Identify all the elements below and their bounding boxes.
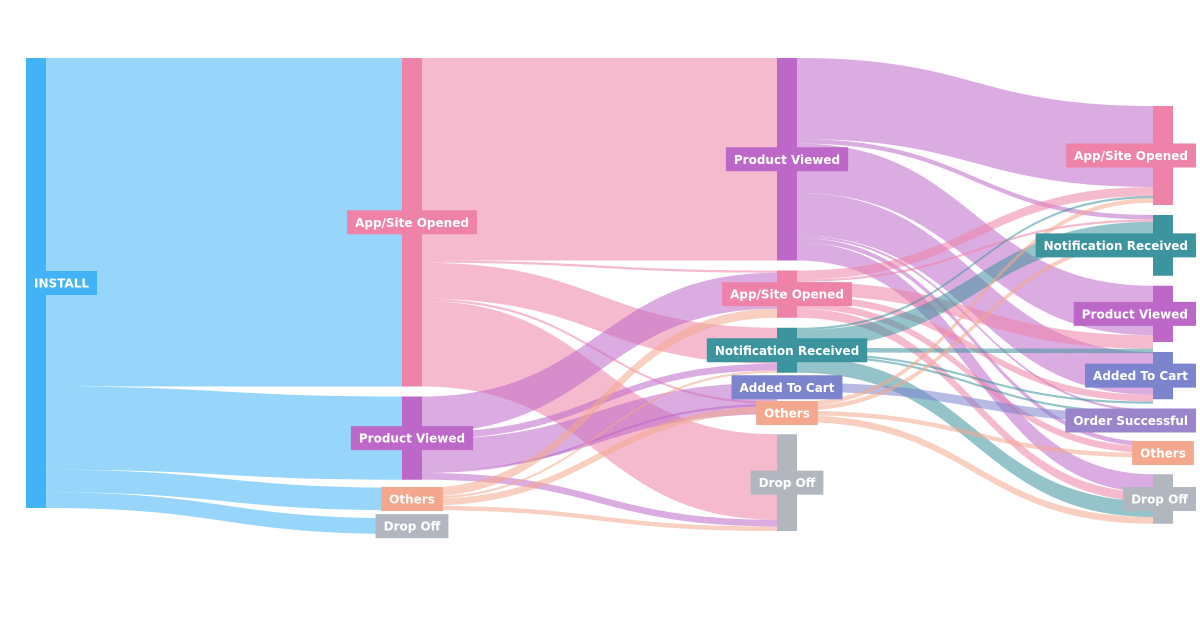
link-s2_pv-to-s3_notif[interactable] <box>797 139 1153 220</box>
node-label-text-s2_app: App/Site Opened <box>730 288 844 302</box>
node-label-text-s3_drop: Drop Off <box>1131 493 1188 507</box>
node-label-s2_notif: Notification Received <box>706 338 868 363</box>
node-label-s3_oth: Others <box>1132 441 1194 465</box>
node-label-s2_app: App/Site Opened <box>722 282 852 307</box>
link-s1_pv-to-s2_drop[interactable] <box>422 473 777 527</box>
node-label-box-s3_oth <box>1132 441 1194 465</box>
node-label-s3_order: Order Successful <box>1065 408 1196 433</box>
node-label-text-s1_oth: Others <box>389 493 435 507</box>
link-s1_oth-to-s2_notif[interactable] <box>422 370 777 500</box>
node-label-box-s2_cart <box>731 375 843 400</box>
link-install-to-s1_pv[interactable] <box>46 386 402 480</box>
link-install-to-s1_drop[interactable] <box>46 492 402 534</box>
link-s1_oth-to-s2_drop[interactable] <box>422 505 777 531</box>
link-install-to-s1_app[interactable] <box>46 58 402 387</box>
link-s1_app-to-s2_notif[interactable] <box>422 262 777 364</box>
node-label-box-s3_order <box>1065 408 1196 433</box>
link-s2_notif-to-s3_pv[interactable] <box>797 348 1153 354</box>
node-label-box-s2_oth <box>756 401 818 425</box>
link-s2_notif-to-s3_app[interactable] <box>797 196 1153 330</box>
link-s1_pv-to-s2_oth[interactable] <box>422 404 777 473</box>
node-label-s3_cart: Added To Cart <box>1085 363 1196 388</box>
link-s2_app-to-s3_notif[interactable] <box>797 219 1153 282</box>
node-label-text-s1_app: App/Site Opened <box>355 216 469 230</box>
link-s2_notif-to-s3_notif[interactable] <box>797 221 1153 348</box>
node-label-box-s1_pv <box>350 426 474 451</box>
link-s2_pv-to-s3_oth[interactable] <box>797 238 1153 447</box>
link-s1_app-to-s2_app[interactable] <box>422 260 777 273</box>
node-label-text-s3_pv: Product Viewed <box>1082 307 1188 321</box>
node-label-box-s3_cart <box>1085 363 1196 388</box>
link-s1_pv-to-s2_cart[interactable] <box>422 382 777 471</box>
link-s2_oth-to-s3_oth[interactable] <box>797 410 1153 458</box>
node-label-s2_cart: Added To Cart <box>731 375 843 400</box>
node-label-text-s3_oth: Others <box>1140 447 1186 461</box>
node-label-s3_app: App/Site Opened <box>1066 143 1196 168</box>
node-label-text-s2_cart: Added To Cart <box>740 381 835 395</box>
node-label-text-s2_pv: Product Viewed <box>734 153 840 167</box>
node-label-install: INSTALL <box>26 271 97 295</box>
link-s1_oth-to-s2_app[interactable] <box>422 308 777 497</box>
node-label-text-s1_drop: Drop Off <box>384 520 441 534</box>
node-label-box-s2_app <box>722 282 852 307</box>
link-s2_oth-to-s3_notif[interactable] <box>797 239 1153 411</box>
node-label-s2_pv: Product Viewed <box>725 147 849 172</box>
node-label-box-s3_notif <box>1035 233 1196 258</box>
node-label-box-s2_pv <box>725 147 849 172</box>
node-label-box-s2_notif <box>706 338 868 363</box>
links-layer <box>46 58 1153 534</box>
node-label-s2_oth: Others <box>756 401 818 425</box>
node-label-box-install <box>26 271 97 295</box>
node-label-box-s3_drop <box>1123 487 1196 511</box>
link-s2_notif-to-s3_drop[interactable] <box>797 357 1153 517</box>
node-label-s3_pv: Product Viewed <box>1073 301 1196 326</box>
link-s2_notif-to-s3_order[interactable] <box>797 354 1153 414</box>
node-label-text-s3_notif: Notification Received <box>1044 239 1188 253</box>
node-label-text-s2_drop: Drop Off <box>759 476 816 490</box>
link-s2_pv-to-s3_app[interactable] <box>797 58 1153 187</box>
link-s2_pv-to-s3_pv[interactable] <box>797 143 1153 336</box>
link-s1_app-to-s2_pv[interactable] <box>422 58 777 261</box>
node-label-s2_drop: Drop Off <box>750 470 824 495</box>
node-label-s1_oth: Others <box>381 487 443 511</box>
node-label-s3_drop: Drop Off <box>1123 487 1196 511</box>
link-s1_oth-to-s2_oth[interactable] <box>422 406 777 506</box>
link-s2_oth-to-s3_app[interactable] <box>797 198 1153 407</box>
link-s2_app-to-s3_app[interactable] <box>797 187 1153 280</box>
node-label-text-s3_order: Order Successful <box>1073 414 1188 428</box>
node-label-text-s2_notif: Notification Received <box>715 344 859 358</box>
node-label-text-s2_oth: Others <box>764 407 810 421</box>
link-s2_oth-to-s3_drop[interactable] <box>797 415 1153 524</box>
link-install-to-s1_oth[interactable] <box>46 469 402 511</box>
node-label-s3_notif: Notification Received <box>1035 233 1196 258</box>
node-label-s1_app: App/Site Opened <box>347 210 477 235</box>
node-label-box-s2_drop <box>750 470 824 495</box>
link-s2_notif-to-s3_cart[interactable] <box>797 352 1153 404</box>
link-s2_app-to-s3_pv[interactable] <box>797 281 1153 349</box>
link-s1_app-to-s2_drop[interactable] <box>422 301 777 520</box>
node-label-s1_drop: Drop Off <box>375 514 449 539</box>
node-label-text-s1_pv: Product Viewed <box>359 432 465 446</box>
node-label-s1_pv: Product Viewed <box>350 426 474 451</box>
node-label-box-s3_pv <box>1073 301 1196 326</box>
link-s2_pv-to-s3_drop[interactable] <box>797 242 1153 493</box>
link-s1_pv-to-s2_app[interactable] <box>422 272 777 433</box>
node-label-box-s1_oth <box>381 487 443 511</box>
node-label-box-s1_drop <box>375 514 449 539</box>
node-label-text-install: INSTALL <box>34 277 89 291</box>
node-label-text-s3_app: App/Site Opened <box>1074 149 1188 163</box>
node-label-box-s3_app <box>1066 143 1196 168</box>
node-label-box-s1_app <box>347 210 477 235</box>
node-label-text-s3_cart: Added To Cart <box>1093 369 1188 383</box>
